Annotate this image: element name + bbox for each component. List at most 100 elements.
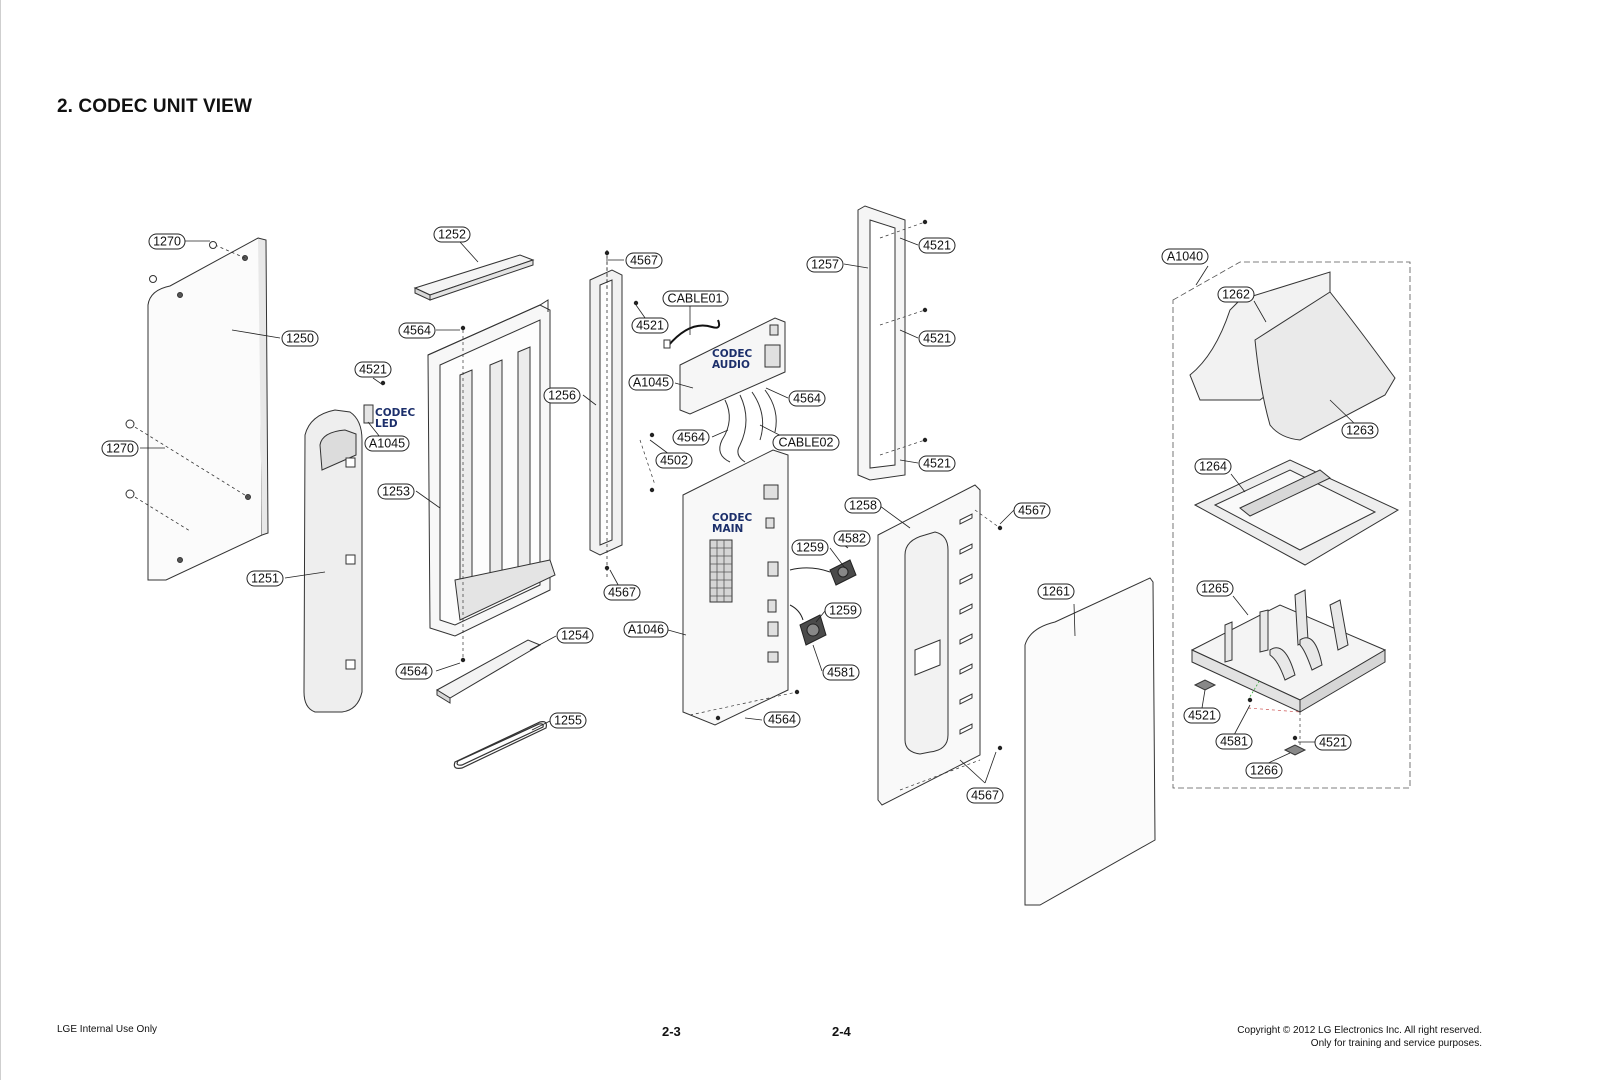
callout-4521-stand-left: 4521 — [1183, 707, 1221, 724]
callout-1266: 1266 — [1245, 762, 1283, 779]
codec-audio-label-1: CODEC — [712, 348, 753, 360]
callout-4521-b: 4521 — [918, 330, 956, 347]
footer-copyright: Copyright © 2012 LG Electronics Inc. All… — [1237, 1024, 1482, 1050]
callout-1253: 1253 — [377, 483, 415, 500]
callout-1257: 1257 — [806, 256, 844, 273]
part-1250-cover — [147, 237, 269, 581]
fan-4582 — [829, 559, 857, 586]
cable02-ribbons — [719, 389, 777, 463]
a1040-assembly-box — [1172, 261, 1411, 789]
cable01 — [667, 319, 721, 347]
svg-text:1257: 1257 — [811, 258, 839, 272]
callout-4582: 4582 — [833, 530, 871, 547]
callout-a1045-led: A1045 — [364, 435, 410, 452]
callout-4567-top: 4567 — [625, 252, 663, 269]
svg-text:4567: 4567 — [608, 586, 636, 600]
codec-led-label-1: CODEC — [375, 407, 416, 419]
part-1255-gasket — [453, 721, 547, 769]
screws — [380, 219, 1298, 751]
callout-1255: 1255 — [549, 712, 587, 729]
svg-text:4582: 4582 — [838, 532, 866, 546]
svg-text:1259: 1259 — [796, 541, 824, 555]
callout-1270-top: 1270 — [148, 233, 186, 250]
callout-4564-top: 4564 — [398, 322, 436, 339]
svg-text:4521: 4521 — [1188, 709, 1216, 723]
part-1256-bracket — [589, 250, 623, 580]
codec-led-label-2: LED — [375, 418, 398, 430]
svg-text:1252: 1252 — [438, 228, 466, 242]
part-1261-front-cover — [1024, 577, 1156, 906]
svg-text:A1045: A1045 — [633, 376, 669, 390]
callout-1254: 1254 — [556, 627, 594, 644]
callout-1259-top: 1259 — [791, 539, 829, 556]
codec-main-label-1: CODEC — [712, 512, 753, 524]
svg-text:4564: 4564 — [768, 713, 796, 727]
callout-cable01: CABLE01 — [662, 290, 729, 307]
callout-1252: 1252 — [433, 226, 471, 243]
callout-1259-bottom: 1259 — [824, 602, 862, 619]
callout-1265: 1265 — [1196, 580, 1234, 597]
callout-4567-plate-bottom: 4567 — [966, 787, 1004, 804]
svg-text:4564: 4564 — [400, 665, 428, 679]
part-1252-lid — [413, 254, 535, 301]
callout-4564-mid: 4564 — [672, 429, 710, 446]
assembly-lines — [462, 221, 1301, 791]
callout-4521-stand-right: 4521 — [1314, 734, 1352, 751]
callout-a1040: A1040 — [1161, 248, 1209, 265]
svg-text:1250: 1250 — [286, 332, 314, 346]
callout-4521-a: 4521 — [918, 237, 956, 254]
part-1265-base — [1190, 589, 1387, 713]
part-1258-plate — [877, 484, 981, 806]
codec-led-board: CODEC LED — [363, 404, 416, 430]
callout-4521-led: 4521 — [354, 361, 392, 378]
callout-1262: 1262 — [1217, 286, 1255, 303]
svg-text:1258: 1258 — [849, 499, 877, 513]
callout-4502: 4502 — [655, 452, 693, 469]
callout-a1045-audio: A1045 — [628, 374, 674, 391]
codec-audio-label-2: AUDIO — [712, 359, 750, 371]
svg-text:4581: 4581 — [827, 666, 855, 680]
callout-a1046: A1046 — [623, 621, 669, 638]
codec-audio-board: CODEC AUDIO — [679, 317, 786, 415]
svg-text:A1045: A1045 — [369, 437, 405, 451]
fan-4581 — [799, 614, 827, 646]
svg-text:4564: 4564 — [677, 431, 705, 445]
svg-text:4567: 4567 — [630, 254, 658, 268]
codec-main-label-2: MAIN — [712, 523, 743, 535]
callout-4581-main: 4581 — [822, 664, 860, 681]
svg-text:CABLE02: CABLE02 — [779, 436, 834, 450]
svg-text:1262: 1262 — [1222, 288, 1250, 302]
svg-text:4521: 4521 — [636, 319, 664, 333]
svg-text:1255: 1255 — [554, 714, 582, 728]
callout-4521-bracket: 4521 — [631, 317, 669, 334]
page-number-right: 2-4 — [832, 1024, 851, 1039]
svg-text:1261: 1261 — [1042, 585, 1070, 599]
part-1263-neck-cover — [1254, 291, 1396, 441]
part-1257-frame — [857, 205, 906, 481]
callout-1258: 1258 — [844, 497, 882, 514]
svg-text:4564: 4564 — [793, 392, 821, 406]
callout-1270-left: 1270 — [101, 440, 139, 457]
svg-text:4564: 4564 — [403, 324, 431, 338]
svg-text:1265: 1265 — [1201, 582, 1229, 596]
callout-1256: 1256 — [543, 387, 581, 404]
svg-text:4521: 4521 — [923, 239, 951, 253]
svg-text:1264: 1264 — [1199, 460, 1227, 474]
svg-text:1254: 1254 — [561, 629, 589, 643]
svg-text:4567: 4567 — [971, 789, 999, 803]
svg-text:1270: 1270 — [153, 235, 181, 249]
part-1254-tray — [436, 639, 542, 704]
svg-text:1251: 1251 — [251, 572, 279, 586]
callout-labels: 1270 1250 1270 1251 4521 A1045 1252 4564… — [101, 226, 1379, 804]
page-title: 2. CODEC UNIT VIEW — [57, 96, 252, 117]
callout-1251: 1251 — [246, 570, 284, 587]
callout-4564-audio: 4564 — [788, 390, 826, 407]
part-1264-base-plate — [1193, 459, 1400, 566]
callout-4567-plate-top: 4567 — [1013, 502, 1051, 519]
copyright-line-1: Copyright © 2012 LG Electronics Inc. All… — [1237, 1025, 1482, 1036]
svg-text:1253: 1253 — [382, 485, 410, 499]
svg-text:1259: 1259 — [829, 604, 857, 618]
callout-4564-bottom: 4564 — [395, 663, 433, 680]
svg-text:1270: 1270 — [106, 442, 134, 456]
